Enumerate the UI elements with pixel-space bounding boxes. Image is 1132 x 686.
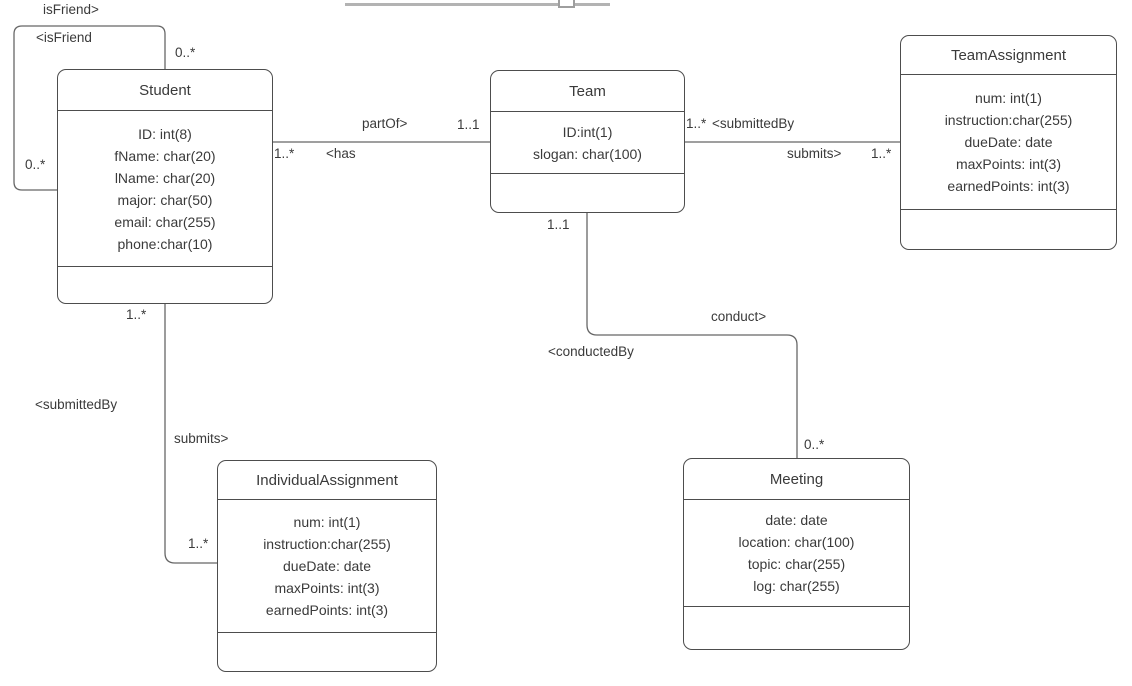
label-submittedby-team: <submittedBy [712, 116, 795, 131]
entity-methods-empty [491, 174, 684, 212]
attribute-row: dueDate: date [964, 134, 1053, 150]
attribute-row: maxPoints: int(3) [955, 156, 1062, 172]
label-has: <has [326, 146, 356, 161]
entity-methods-empty [901, 210, 1116, 249]
label-submittedby-student: <submittedBy [35, 397, 118, 412]
attribute-row: instruction:char(255) [263, 536, 391, 552]
attribute-row: topic: char(255) [747, 556, 846, 572]
attribute-row: slogan: char(100) [533, 145, 642, 162]
connector-isfriend-self-loop[interactable] [13, 25, 166, 191]
entity-title: Meeting [684, 459, 909, 500]
label-submits-team: submits> [787, 146, 842, 161]
entity-title: TeamAssignment [901, 36, 1116, 75]
entity-methods-empty [58, 267, 272, 303]
attribute-row: earnedPoints: int(3) [265, 602, 389, 618]
label-partof: partOf> [362, 116, 408, 131]
multiplicity-team-side: 1..1 [457, 117, 480, 132]
attribute-row: dueDate: date [283, 558, 371, 574]
entity-individualassignment[interactable]: IndividualAssignment num: int(1) instruc… [217, 460, 437, 672]
multiplicity-team-bottom: 1..1 [547, 217, 570, 232]
selection-edge [345, 3, 610, 6]
multiplicity-individualassignment-side: 1..* [188, 536, 209, 551]
entity-attributes: num: int(1) instruction:char(255) dueDat… [901, 75, 1116, 210]
entity-title: Team [491, 71, 684, 112]
connector-student-individualassignment[interactable] [164, 304, 217, 564]
multiplicity-isfriend-left: 0..* [25, 157, 46, 172]
attribute-row: ID: int(8) [138, 125, 192, 142]
attribute-row: num: int(1) [975, 90, 1042, 106]
entity-methods-empty [218, 633, 436, 671]
entity-meeting[interactable]: Meeting date: date location: char(100) t… [683, 458, 910, 650]
attribute-row: log: char(255) [753, 578, 840, 594]
attribute-row: lName: char(20) [114, 169, 216, 186]
entity-attributes: num: int(1) instruction:char(255) dueDat… [218, 500, 436, 633]
label-submits-student: submits> [174, 431, 229, 446]
multiplicity-isfriend-top: 0..* [175, 45, 196, 60]
multiplicity-team-submits: 1..* [686, 116, 707, 131]
entity-methods-empty [684, 607, 909, 649]
entity-attributes: date: date location: char(100) topic: ch… [684, 500, 909, 607]
attribute-row: location: char(100) [738, 534, 855, 550]
multiplicity-student-side: 1..* [274, 146, 295, 161]
entity-attributes: ID: int(8) fName: char(20) lName: char(2… [58, 111, 272, 267]
label-isfriend-reverse: <isFriend [36, 30, 92, 45]
attribute-row: num: int(1) [293, 514, 361, 530]
multiplicity-teamassignment-side: 1..* [871, 146, 892, 161]
attribute-row: phone:char(10) [117, 235, 213, 252]
multiplicity-meeting-side: 0..* [804, 437, 825, 452]
label-isfriend-forward: isFriend> [43, 2, 99, 17]
entity-title: IndividualAssignment [218, 461, 436, 500]
attribute-row: earnedPoints: int(3) [947, 178, 1070, 194]
attribute-row: major: char(50) [117, 191, 213, 208]
multiplicity-student-bottom: 1..* [126, 307, 147, 322]
attribute-row: maxPoints: int(3) [274, 580, 380, 596]
resize-handle-icon[interactable] [558, 0, 575, 8]
attribute-row: ID:int(1) [562, 123, 613, 140]
attribute-row: fName: char(20) [114, 147, 216, 164]
label-conductedby: <conductedBy [548, 344, 634, 359]
attribute-row: date: date [765, 512, 828, 528]
attribute-row: instruction:char(255) [944, 112, 1073, 128]
attribute-row: email: char(255) [114, 213, 216, 230]
entity-title: Student [58, 70, 272, 111]
connector-team-meeting[interactable] [586, 213, 798, 458]
entity-student[interactable]: Student ID: int(8) fName: char(20) lName… [57, 69, 273, 304]
label-conduct: conduct> [711, 309, 767, 324]
entity-team[interactable]: Team ID:int(1) slogan: char(100) [490, 70, 685, 213]
entity-teamassignment[interactable]: TeamAssignment num: int(1) instruction:c… [900, 35, 1117, 250]
entity-attributes: ID:int(1) slogan: char(100) [491, 112, 684, 174]
